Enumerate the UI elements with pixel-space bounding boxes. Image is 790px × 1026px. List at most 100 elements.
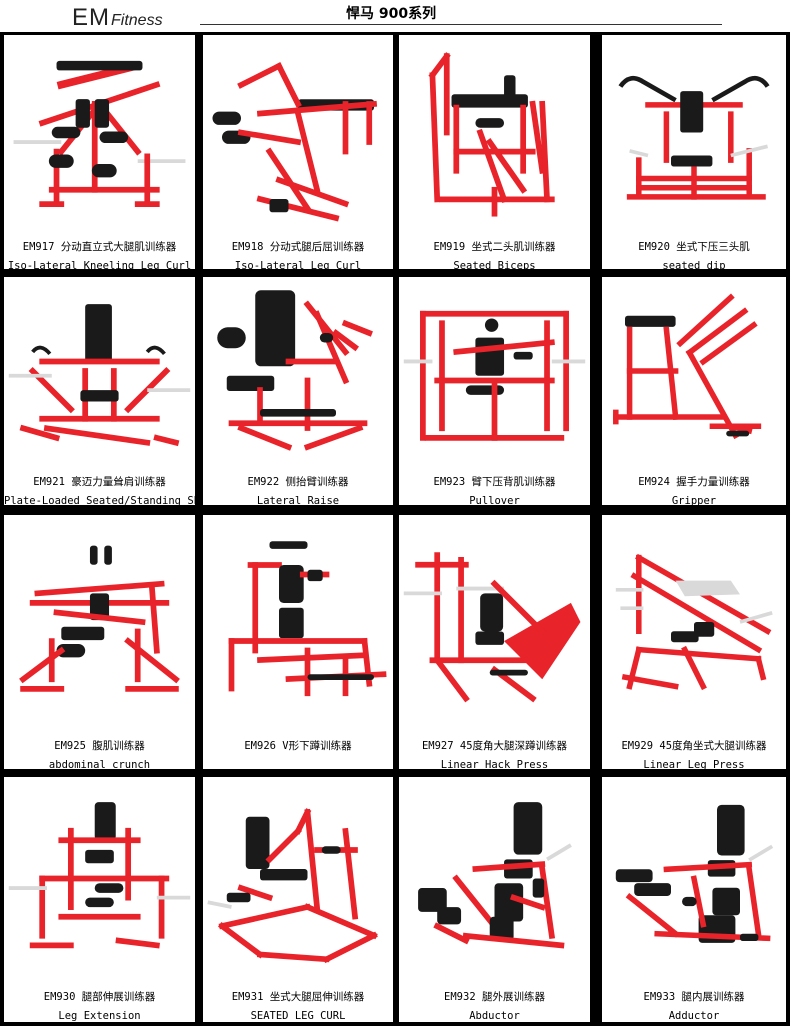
product-name-en: Abductor bbox=[469, 1010, 520, 1022]
product-caption: EM932 腿外展训练器 Abductor bbox=[399, 988, 590, 1026]
v-squat-machine-icon bbox=[203, 515, 393, 729]
product-caption: EM924 握手力量训练器 Gripper bbox=[602, 473, 786, 511]
product-card: EM931 坐式大腿屈伸训练器 SEATED LEG CURL bbox=[203, 777, 393, 1022]
product-name-cn: 腿外展训练器 bbox=[481, 991, 545, 1003]
header: EMFitness 悍马 900系列 bbox=[0, 0, 790, 32]
product-code-name: EM926 V形下蹲训练器 bbox=[203, 737, 393, 756]
product-caption: EM927 45度角大腿深蹲训练器 Linear Hack Press bbox=[399, 737, 590, 775]
product-name-en: Lateral Raise bbox=[256, 495, 340, 507]
product-code: EM919 bbox=[433, 241, 466, 253]
product-caption: EM921 豪迈力量耸肩训练器 Plate-Loaded Seated/Stand… bbox=[4, 473, 219, 511]
product-name-cn: 坐式二头肌训练器 bbox=[471, 241, 556, 253]
product-caption: EM930 腿部伸展训练器 Leg Extension bbox=[4, 988, 195, 1026]
product-name-cn: 45度角坐式大腿训练器 bbox=[659, 740, 767, 752]
gripper-machine-icon bbox=[602, 277, 786, 465]
product-card: EM926 V形下蹲训练器 bbox=[203, 515, 393, 769]
abductor-machine-icon bbox=[399, 777, 590, 980]
biceps-machine-icon bbox=[399, 35, 590, 230]
product-name-cn: 腹肌训练器 bbox=[92, 740, 145, 752]
product-name-en: Iso-Lateral Kneeling Leg Curl bbox=[7, 260, 192, 272]
product-name-cn: 坐式下压三头肌 bbox=[676, 241, 750, 253]
product-code: EM930 bbox=[43, 991, 76, 1003]
brand-logo: EMFitness bbox=[72, 4, 163, 31]
product-card: EM920 坐式下压三头肌 seated dip bbox=[602, 35, 786, 272]
product-name-cn: 分动式腿后屈训练器 bbox=[269, 241, 365, 253]
product-name-en: SEATED LEG CURL bbox=[250, 1010, 346, 1022]
leg-press-machine-icon bbox=[602, 515, 786, 729]
product-code-name: EM924 握手力量训练器 bbox=[602, 473, 786, 492]
product-name-cn: 豪迈力量耸肩训练器 bbox=[71, 476, 166, 488]
product-name-cn: 臂下压背肌训练器 bbox=[471, 476, 556, 488]
seated-dip-machine-icon bbox=[602, 35, 786, 230]
product-caption: EM926 V形下蹲训练器 bbox=[203, 737, 393, 756]
product-name-cn: 腿部伸展训练器 bbox=[81, 991, 156, 1003]
product-code-name: EM933 腿内展训练器 bbox=[602, 988, 786, 1007]
product-name-en: Gripper bbox=[671, 495, 717, 507]
product-code: EM925 bbox=[54, 740, 86, 752]
product-name-en: Linear Hack Press bbox=[440, 759, 549, 771]
product-name-cn: 45度角大腿深蹲训练器 bbox=[459, 740, 568, 752]
product-name-en: seated dip bbox=[662, 260, 726, 272]
product-card: EM933 腿内展训练器 Adductor bbox=[602, 777, 786, 1022]
product-code-name: EM931 坐式大腿屈伸训练器 bbox=[203, 988, 393, 1007]
product-name-en: Linear Leg Press bbox=[643, 759, 745, 771]
product-card: EM923 臂下压背肌训练器 Pullover bbox=[399, 277, 590, 507]
product-name-cn: 握手力量训练器 bbox=[676, 476, 750, 488]
product-code: EM921 bbox=[33, 476, 65, 488]
series-title: 悍马 900系列 bbox=[346, 6, 437, 22]
leg-curl-machine-icon bbox=[203, 35, 393, 230]
product-card: EM921 豪迈力量耸肩训练器 Plate-Loaded Seated/Stand… bbox=[4, 277, 219, 507]
product-code-name: EM917 分动直立式大腿肌训练器 bbox=[4, 238, 195, 257]
product-code-name: EM929 45度角坐式大腿训练器 bbox=[602, 737, 786, 756]
product-card: EM929 45度角坐式大腿训练器 Linear Leg Press bbox=[602, 515, 786, 771]
seated-leg-curl-machine-icon bbox=[203, 777, 393, 980]
shrug-machine-icon bbox=[4, 277, 195, 465]
leg-extension-machine-icon bbox=[4, 777, 195, 980]
product-code: EM931 bbox=[231, 991, 264, 1003]
product-code-name: EM919 坐式二头肌训练器 bbox=[399, 238, 590, 257]
product-code: EM932 bbox=[444, 991, 476, 1003]
product-card: EM932 腿外展训练器 Abductor bbox=[399, 777, 590, 1022]
product-code: EM918 bbox=[231, 241, 264, 253]
product-code: EM926 bbox=[244, 740, 276, 752]
product-code: EM924 bbox=[638, 476, 670, 488]
product-card: EM917 分动直立式大腿肌训练器 Iso-Lateral Kneeling Le… bbox=[4, 35, 195, 272]
adductor-machine-icon bbox=[602, 777, 786, 980]
product-caption: EM920 坐式下压三头肌 seated dip bbox=[602, 238, 786, 276]
lateral-raise-machine-icon bbox=[203, 277, 393, 465]
product-caption: EM931 坐式大腿屈伸训练器 SEATED LEG CURL bbox=[203, 988, 393, 1026]
product-name-cn: 坐式大腿屈伸训练器 bbox=[269, 991, 365, 1003]
product-code: EM929 bbox=[621, 740, 654, 752]
product-caption: EM923 臂下压背肌训练器 Pullover bbox=[399, 473, 590, 511]
product-name-en: Pullover bbox=[469, 495, 520, 507]
product-card: EM919 坐式二头肌训练器 Seated Biceps bbox=[399, 35, 590, 272]
product-card: EM925 腹肌训练器 abdominal crunch bbox=[4, 515, 195, 771]
product-code-name: EM920 坐式下压三头肌 bbox=[602, 238, 786, 257]
product-code-name: EM927 45度角大腿深蹲训练器 bbox=[399, 737, 590, 756]
product-name-en: abdominal crunch bbox=[48, 759, 151, 771]
product-card: EM927 45度角大腿深蹲训练器 Linear Hack Press bbox=[399, 515, 590, 771]
product-name-en: Plate-Loaded Seated/Standing Shrug bbox=[4, 495, 219, 507]
product-code: EM917 bbox=[22, 241, 55, 253]
product-name-en: Leg Extension bbox=[58, 1010, 141, 1022]
product-caption: EM925 腹肌训练器 abdominal crunch bbox=[4, 737, 195, 775]
product-code-name: EM932 腿外展训练器 bbox=[399, 988, 590, 1007]
product-code: EM920 bbox=[638, 241, 670, 253]
product-code-name: EM918 分动式腿后屈训练器 bbox=[203, 238, 393, 257]
product-name-cn: 分动直立式大腿肌训练器 bbox=[60, 241, 177, 253]
kneeling-leg-curl-machine-icon bbox=[4, 35, 195, 230]
product-code-name: EM923 臂下压背肌训练器 bbox=[399, 473, 590, 492]
product-caption: EM919 坐式二头肌训练器 Seated Biceps bbox=[399, 238, 590, 276]
product-code: EM933 bbox=[643, 991, 676, 1003]
product-name-en: Seated Biceps bbox=[453, 260, 536, 272]
product-caption: EM933 腿内展训练器 Adductor bbox=[602, 988, 786, 1026]
product-card: EM930 腿部伸展训练器 Leg Extension bbox=[4, 777, 195, 1022]
product-name-cn: V形下蹲训练器 bbox=[282, 740, 352, 752]
product-name-en: Adductor bbox=[668, 1010, 720, 1022]
hack-press-machine-icon bbox=[399, 515, 590, 729]
product-code-name: EM925 腹肌训练器 bbox=[4, 737, 195, 756]
product-grid: EM917 分动直立式大腿肌训练器 Iso-Lateral Kneeling Le… bbox=[0, 32, 790, 1024]
pullover-machine-icon bbox=[399, 277, 590, 465]
